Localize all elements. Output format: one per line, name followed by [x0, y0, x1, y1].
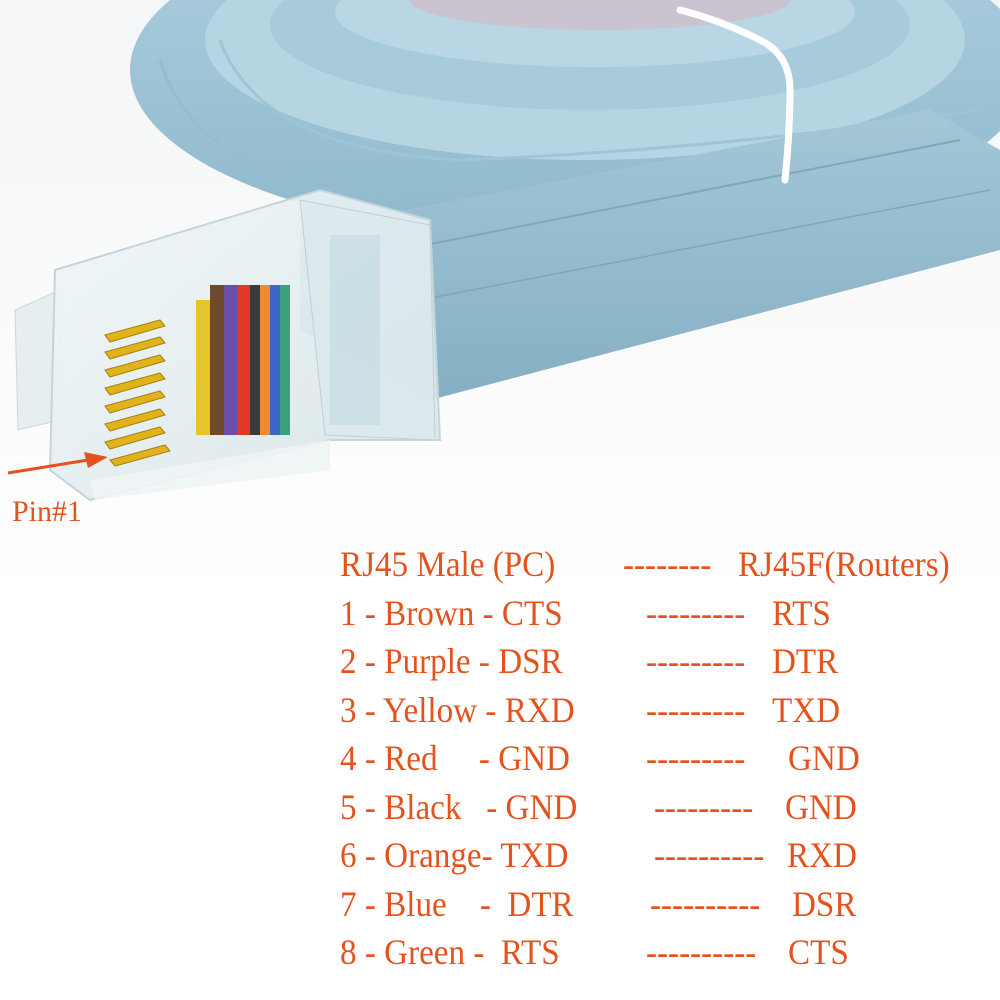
row-right: DTR: [772, 641, 839, 681]
gold-pins: [104, 319, 171, 467]
row-left: 3 - Yellow - RXD: [340, 689, 575, 730]
pin-1-label: Pin#1: [12, 495, 83, 528]
pinout-row: 6 - Orange- TXD ---------- RXD: [340, 831, 1000, 880]
row-dash: ---------: [654, 786, 754, 827]
row-left: 2 - Purple - DSR: [340, 641, 563, 681]
pinout-table: RJ45 Male (PC) -------- RJ45F(Routers) 1…: [340, 540, 1000, 977]
row-right: DSR: [792, 883, 857, 924]
row-left: 6 - Orange- TXD: [340, 835, 569, 875]
row-right: CTS: [788, 932, 849, 972]
pinout-row: 5 - Black - GND --------- GND: [340, 783, 1000, 832]
row-right: GND: [785, 786, 857, 827]
row-left: 5 - Black - GND: [340, 786, 578, 827]
pinout-header: RJ45 Male (PC) -------- RJ45F(Routers): [340, 540, 1000, 589]
pinout-row: 8 - Green - RTS ---------- CTS: [340, 928, 1000, 977]
row-right: GND: [788, 738, 860, 778]
row-right: RXD: [787, 835, 857, 875]
header-right: RJ45F(Routers): [738, 544, 950, 584]
row-dash: ---------: [646, 592, 746, 633]
pinout-row: 7 - Blue - DTR ---------- DSR: [340, 880, 1000, 929]
row-left: 1 - Brown - CTS: [340, 592, 563, 633]
row-dash: ----------: [654, 835, 765, 875]
row-left: 7 - Blue - DTR: [340, 883, 574, 924]
pinout-row: 4 - Red - GND --------- GND: [340, 734, 1000, 783]
rj45-cable-photo: [7, 0, 1000, 502]
row-dash: ---------: [646, 641, 746, 681]
row-right: TXD: [772, 689, 841, 730]
arrow-right-icon: [7, 452, 108, 475]
header-left: RJ45 Male (PC): [340, 544, 556, 584]
row-left: 8 - Green - RTS: [340, 932, 560, 972]
row-right: RTS: [772, 592, 831, 633]
header-dash: --------: [623, 544, 712, 584]
pinout-row: 1 - Brown - CTS --------- RTS: [340, 589, 1000, 638]
pinout-row: 3 - Yellow - RXD --------- TXD: [340, 686, 1000, 735]
row-dash: ---------: [646, 738, 746, 778]
pinout-row: 2 - Purple - DSR --------- DTR: [340, 637, 1000, 686]
row-dash: ----------: [646, 932, 757, 972]
cable-tie: [676, 6, 794, 184]
wire-colors: [196, 285, 290, 435]
row-dash: ---------: [646, 689, 746, 730]
rj45-plug: [14, 188, 442, 502]
row-left: 4 - Red - GND: [340, 738, 570, 778]
row-dash: ----------: [650, 883, 761, 924]
